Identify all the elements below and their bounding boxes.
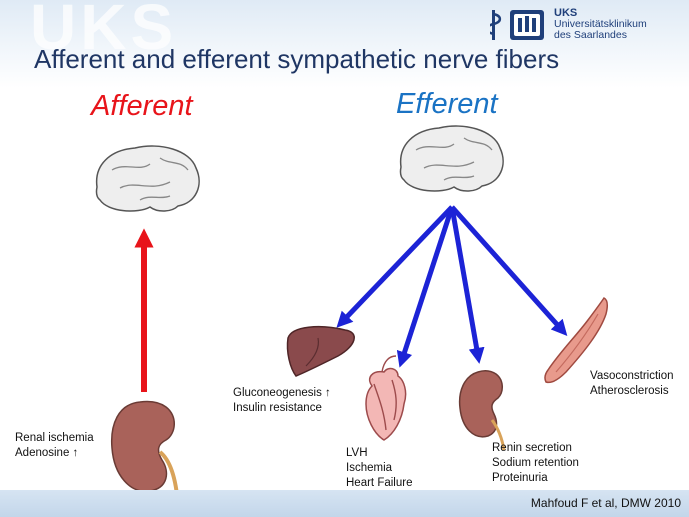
label-line: LVH xyxy=(346,447,368,459)
efferent-kidney-icon xyxy=(458,369,506,451)
label-line: Insulin resistance xyxy=(233,402,322,414)
watermark-text: UKS xyxy=(30,0,178,63)
logo-abbr: UKS xyxy=(554,7,578,19)
logo-text: UKS Universitätsklinikum des Saarlandes xyxy=(554,8,647,41)
efferent-arrow-heart xyxy=(396,206,455,368)
uks-logo: UKS Universitätsklinikum des Saarlandes xyxy=(490,6,680,46)
renal-ischemia-label: Renal ischemia Adenosine ↑ xyxy=(15,431,94,461)
citation: Mahfoud F et al, DMW 2010 xyxy=(530,496,681,510)
liver-effects-label: Gluconeogenesis ↑ Insulin resistance xyxy=(233,386,331,416)
label-line: Proteinuria xyxy=(492,472,548,484)
label-line: Gluconeogenesis ↑ xyxy=(233,387,331,399)
label-line: Adenosine ↑ xyxy=(15,447,79,459)
slide-title: Afferent and efferent sympathetic nerve … xyxy=(34,44,560,74)
caduceus-seal-icon xyxy=(490,10,544,40)
label-line: Sodium retention xyxy=(492,457,579,469)
heart-effects-label: LVH Ischemia Heart Failure xyxy=(346,446,412,491)
afferent-kidney-icon xyxy=(110,400,180,506)
blood-vessel-icon xyxy=(544,297,609,384)
label-line: Vasoconstriction xyxy=(590,370,674,382)
label-line: Heart Failure xyxy=(346,477,413,489)
label-line: Renin secretion xyxy=(492,442,572,454)
label-line: Atherosclerosis xyxy=(590,385,669,397)
afferent-heading: Afferent xyxy=(91,90,193,122)
efferent-brain-icon xyxy=(399,125,504,192)
kidney-effects-label: Renin secretion Sodium retention Protein… xyxy=(492,441,579,486)
header-band xyxy=(0,0,689,88)
footer-bar: Mahfoud F et al, DMW 2010 xyxy=(0,490,689,517)
efferent-arrow-liver xyxy=(336,205,454,328)
afferent-brain-icon xyxy=(95,145,200,212)
efferent-arrow-kidney xyxy=(449,206,485,364)
logo-line-1: Universitätsklinikum xyxy=(554,18,647,30)
vessel-effects-label: Vasoconstriction Atherosclerosis xyxy=(590,369,674,399)
label-line: Renal ischemia xyxy=(15,432,94,444)
logo-line-2: des Saarlandes xyxy=(554,29,627,41)
label-line: Ischemia xyxy=(346,462,393,474)
heart-icon xyxy=(365,355,407,441)
efferent-arrow-vessel xyxy=(450,205,568,336)
liver-icon xyxy=(286,325,355,377)
efferent-heading: Efferent xyxy=(396,88,498,120)
